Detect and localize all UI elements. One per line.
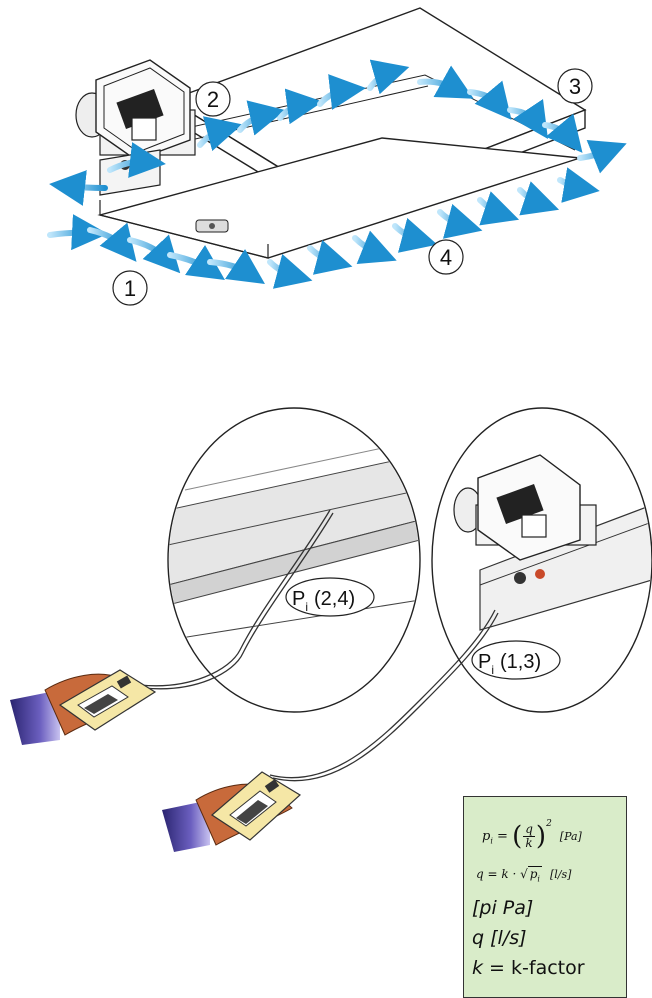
callout-3: 3 [558,69,592,103]
airflow-arrow [170,255,210,270]
callout-2: 2 [196,82,230,116]
manometer-hand-right [162,772,300,852]
formula-num: q [523,823,535,837]
formula-q-ls: q [l/s] [472,927,527,949]
probe-left-p: P [292,588,305,610]
detail-left [168,408,420,712]
airflow-arrow [310,248,335,262]
formula-flow: q = k · √pi[l/s] [476,867,571,883]
probe-right-ref: (1,3) [500,651,541,673]
formula-root-sub: i [537,874,540,883]
callout-1: 1 [113,271,147,305]
callout-4: 4 [429,240,463,274]
formula-k-rest: = k-factor [483,957,585,979]
formula-k-var: k [472,957,483,979]
airflow-arrow [395,226,420,240]
callout-4-label: 4 [440,245,452,270]
airflow-arrow [560,180,582,188]
formula-k-factor: k = k-factor [472,957,585,979]
ceiling-unit [76,8,585,258]
formula-flow-lhs: q = k · √ [476,867,528,881]
formula-unit-ls: [l/s] [550,868,571,881]
airflow-arrow [440,212,465,226]
formula-unit-pa: [Pa] [560,830,582,843]
probe-left-ref: (2,4) [314,588,355,610]
probe-left-sub: i [305,600,308,614]
formula-eq: = [493,829,512,844]
airflow-arrow [270,262,295,276]
control-box [76,60,195,195]
airflow-arrow [210,262,250,274]
airflow-arrow [67,186,105,188]
airflow-arrow [480,200,502,214]
probe-right-sub: i [491,663,494,677]
formula-den: k [523,837,535,850]
airflow-arrow [50,233,90,235]
formula-exp: 2 [546,819,552,829]
callout-1-label: 1 [124,276,136,301]
airflow-arrow [580,150,610,158]
probe-right-p: P [478,651,491,673]
airflow-arrow [520,190,542,204]
callout-2-label: 2 [207,87,219,112]
airflow-arrow [90,230,125,248]
formula-pi-pa: [pi Pa] [472,897,533,919]
callout-3-label: 3 [569,74,581,99]
airflow-arrow [355,238,380,254]
probe-label-left: Pi (2,4) [286,578,374,616]
probe-label-right: Pi (1,3) [472,641,560,679]
manometer-hand-left [10,670,155,745]
airflow-arrow [130,240,168,260]
